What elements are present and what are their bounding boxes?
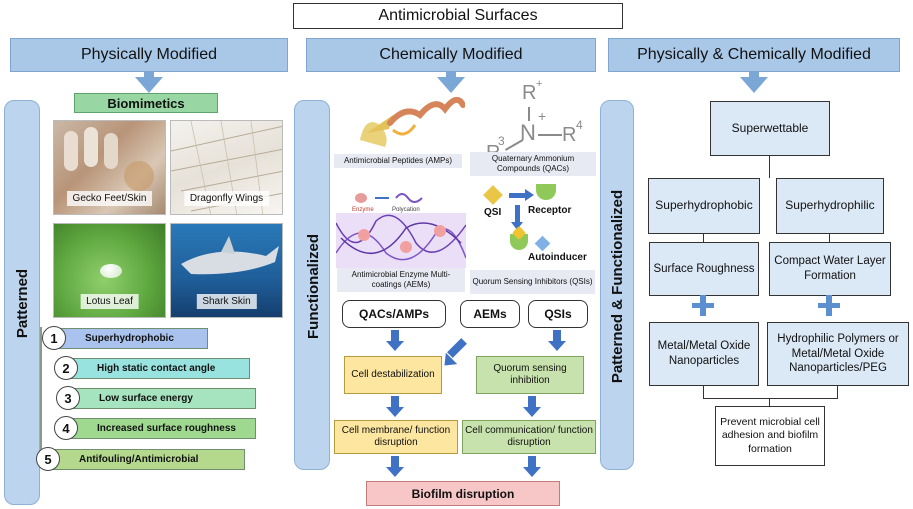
box-biofilm-disruption: Biofilm disruption	[366, 481, 560, 506]
property-row-5: Antifouling/Antimicrobial	[52, 449, 245, 470]
header-arrow-stem	[446, 72, 456, 78]
arrow-icon	[391, 396, 399, 408]
side-label-patterned-functionalized: Patterned & Functionalized	[609, 189, 627, 383]
arrow-icon	[509, 193, 525, 198]
aem-coating-icon	[336, 213, 466, 268]
caption-aems: Antimicrobial Enzyme Multi-coatings (AEM…	[337, 268, 465, 292]
box-surface-roughness: Surface Roughness	[649, 242, 759, 296]
box-quorum-sensing-inhibition: Quorum sensing inhibition	[476, 356, 584, 394]
header-arrow-icon	[437, 77, 465, 93]
photo-dragonfly: Dragonfly Wings	[170, 120, 283, 215]
header-arrow-stem	[749, 72, 759, 78]
box-hydrophilic-polymers: Hydrophilic Polymers or Metal/Metal Oxid…	[767, 322, 909, 386]
property-number-5: 5	[36, 447, 60, 471]
box-superhydrophilic: Superhydrophilic	[776, 178, 884, 234]
side-tab-patterned: Patterned	[4, 100, 40, 505]
side-label-patterned: Patterned	[14, 268, 32, 339]
photo-label-lotus: Lotus Leaf	[80, 294, 139, 309]
property-row-3: Low surface energy	[72, 388, 256, 409]
property-row-1: Superhydrophobic	[58, 328, 208, 349]
side-tab-functionalized: Functionalized	[294, 100, 330, 470]
box-superwettable: Superwettable	[710, 101, 830, 156]
photo-shark: Shark Skin	[170, 223, 283, 318]
caption-qsis: Quorum Sensing Inhibitors (QSIs)	[470, 270, 595, 294]
polycation-label: Polycation	[392, 207, 420, 213]
arrow-icon	[447, 338, 467, 358]
header-chemically-modified: Chemically Modified	[306, 38, 596, 72]
arrow-icon	[553, 330, 561, 342]
header-physically-modified: Physically Modified	[10, 38, 288, 72]
photo-label-shark: Shark Skin	[196, 294, 257, 309]
pill-aems: AEMs	[460, 300, 520, 328]
header-arrow-stem	[144, 72, 154, 78]
enzyme-label: Enzyme	[352, 207, 374, 213]
box-compact-water-layer: Compact Water Layer Formation	[769, 242, 891, 296]
arrow-icon	[528, 396, 536, 408]
side-label-functionalized: Functionalized	[304, 233, 322, 339]
photo-label-dragonfly: Dragonfly Wings	[183, 191, 270, 206]
receptor-icon	[536, 184, 556, 200]
header-arrow-icon	[135, 77, 163, 93]
receptor-label: Receptor	[528, 205, 572, 216]
polycation-icon	[395, 193, 423, 203]
arrow-icon	[515, 205, 520, 225]
biomimetics-label: Biomimetics	[74, 93, 218, 113]
box-superhydrophobic: Superhydrophobic	[648, 178, 760, 234]
box-metal-oxide-nanoparticles: Metal/Metal Oxide Nanoparticles	[649, 322, 759, 386]
amp-structure-icon	[360, 96, 465, 147]
property-number-1: 1	[42, 326, 66, 350]
pill-qsis: QSIs	[528, 300, 588, 328]
box-cell-membrane-disruption: Cell membrane/ function disruption	[334, 420, 458, 454]
pill-qacs-amps: QACs/AMPs	[342, 300, 446, 328]
side-tab-patterned-functionalized: Patterned & Functionalized	[600, 100, 634, 470]
header-arrow-icon	[740, 77, 768, 93]
photo-lotus: Lotus Leaf	[53, 223, 166, 318]
autoinducer-label: Autoinducer	[528, 252, 587, 263]
caption-amps: Antimicrobial Peptides (AMPs)	[334, 154, 462, 168]
main-title: Antimicrobial Surfaces	[293, 3, 623, 29]
header-physically-chemically-modified: Physically & Chemically Modified	[608, 38, 900, 72]
receptor-bound-icon	[510, 234, 528, 250]
photo-label-gecko: Gecko Feet/Skin	[66, 191, 153, 206]
property-number-2: 2	[54, 356, 78, 380]
qsi-label: QSI	[484, 207, 502, 218]
property-number-4: 4	[54, 416, 78, 440]
caption-qacs: Quaternary Ammonium Compounds (QACs)	[470, 152, 596, 176]
photo-gecko: Gecko Feet/Skin	[53, 120, 166, 215]
autoinducer-icon	[534, 235, 551, 252]
arrow-icon	[528, 456, 536, 468]
property-row-4: Increased surface roughness	[70, 418, 256, 439]
enzyme-icon	[355, 193, 367, 203]
property-number-3: 3	[56, 386, 80, 410]
property-row-2: High static contact angle	[70, 358, 250, 379]
qsi-icon	[483, 185, 503, 205]
arrow-icon	[391, 456, 399, 468]
box-cell-communication-disruption: Cell communication/ function disruption	[462, 420, 596, 454]
arrow-icon	[375, 197, 389, 199]
box-prevent-adhesion: Prevent microbial cell adhesion and biof…	[715, 406, 825, 466]
box-cell-destabilization: Cell destabilization	[344, 356, 442, 394]
arrow-icon	[391, 330, 399, 342]
